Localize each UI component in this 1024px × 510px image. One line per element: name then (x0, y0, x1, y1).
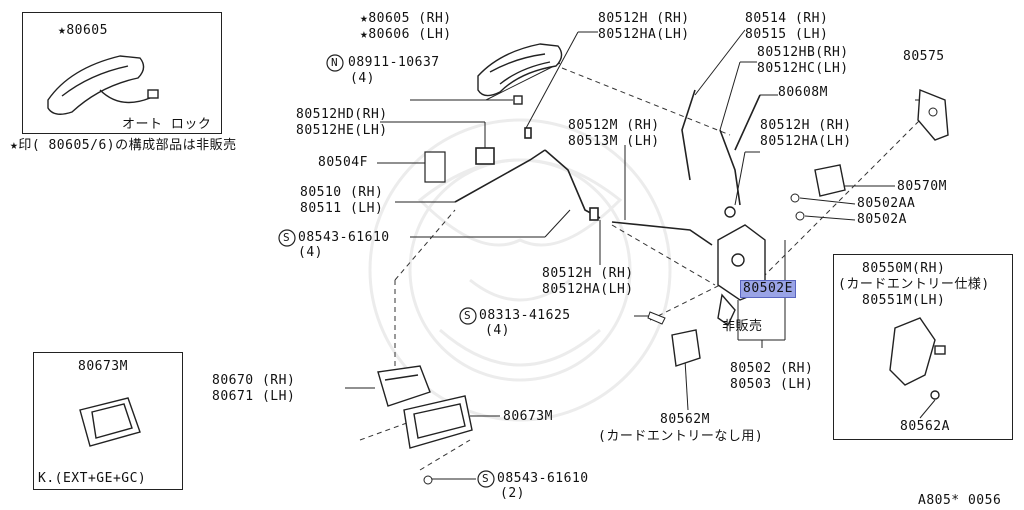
label-80671: 80671 (LH) (212, 389, 296, 404)
label-80570m: 80570M (897, 179, 947, 194)
dash-screw (419, 439, 471, 471)
label-08543-top-qty: (4) (298, 245, 323, 260)
screw-80502a (795, 211, 805, 221)
circle-s-mark-mid (459, 307, 477, 325)
label-80514: 80514 (RH) (745, 11, 829, 26)
label-80673m: 80673M (503, 409, 553, 424)
pad-80504f (424, 151, 446, 183)
dash-striker (749, 104, 936, 291)
dash-bolt (649, 284, 721, 321)
leader-80512hb-b (719, 61, 741, 131)
leader-80502aa (799, 197, 856, 205)
diagram-code: A805* 0056 (918, 493, 1002, 508)
label-08911: 08911-10637 (348, 55, 440, 70)
label-k-ext: K.(EXT+GE+GC) (38, 471, 147, 486)
label-80512ha-top: 80512HA(LH) (598, 27, 690, 42)
bolt-08313 (647, 311, 666, 325)
n-mark: N (331, 56, 339, 69)
label-80673m-box: 80673M (78, 359, 128, 374)
s-mark-bottom: S (482, 472, 490, 485)
screw-80502aa (790, 193, 800, 203)
label-80550m: 80550M(RH) (862, 261, 946, 276)
label-80510: 80510 (RH) (300, 185, 384, 200)
label-08543-top: 08543-61610 (298, 230, 390, 245)
dash-handle-to-lock (561, 67, 731, 136)
label-08313-qty: (4) (485, 323, 510, 338)
inset-handle-80605 (47, 55, 159, 115)
card-entry-unit-80550m (889, 317, 946, 400)
label-not-sold: 非販売 (722, 319, 763, 334)
label-80512hc: 80512HC(LH) (757, 61, 849, 76)
label-80515: 80515 (LH) (745, 27, 829, 42)
label-80512ha-right: 80512HA(LH) (760, 134, 852, 149)
leader-80512h-top-b (524, 31, 579, 131)
s-mark-mid: S (464, 309, 472, 322)
rod-linkages (454, 89, 761, 246)
circle-n-mark (326, 54, 344, 72)
label-80504f: 80504F (318, 155, 368, 170)
leader-80514 (694, 29, 746, 96)
label-80562m: 80562M (660, 412, 710, 427)
label-80512h-mid: 80512H (RH) (542, 266, 634, 281)
watermark-emblem (368, 118, 672, 422)
label-08911-qty: (4) (350, 71, 375, 86)
label-80512h-right: 80512H (RH) (760, 118, 852, 133)
label-no-card-entry: (カードエントリーなし用) (598, 429, 764, 444)
label-08543-bottom-qty: (2) (500, 486, 525, 501)
label-80503: 80503 (LH) (730, 377, 814, 392)
label-80502: 80502 (RH) (730, 361, 814, 376)
label-auto-lock: オート ロック (122, 117, 212, 132)
label-08543-bottom: 08543-61610 (497, 471, 589, 486)
door-lock-assembly (717, 206, 766, 327)
label-80512h-top: 80512H (RH) (598, 11, 690, 26)
actuator-80562m (671, 329, 701, 367)
striker-80570m (814, 164, 846, 197)
label-80512hd: 80512HD(RH) (296, 107, 388, 122)
label-80512hb: 80512HB(RH) (757, 45, 849, 60)
label-80502aa: 80502AA (857, 196, 916, 211)
dash-rod (611, 224, 716, 286)
screw-08543-bottom (423, 475, 433, 485)
label-80513m: 80513M (LH) (568, 134, 660, 149)
label-80562a: 80562A (900, 419, 950, 434)
label-80511: 80511 (LH) (300, 201, 384, 216)
label-80512m: 80512M (RH) (568, 118, 660, 133)
label-80575: 80575 (903, 49, 945, 64)
label-80502a: 80502A (857, 212, 907, 227)
leader-80605 (485, 62, 561, 101)
inset-box-80673m (33, 352, 183, 490)
inner-handle-80670 (377, 365, 431, 407)
label-80512he: 80512HE(LH) (296, 123, 388, 138)
leader-08543-top-b (544, 209, 571, 238)
label-80605-star: ★80605 (58, 23, 108, 38)
leader-80512h-right-b (734, 151, 746, 206)
leader-80562m (684, 359, 689, 411)
leader-80562a (919, 399, 936, 419)
label-card-entry-spec: (カードエントリー仕様) (838, 277, 990, 292)
inset-box-80605 (22, 12, 222, 134)
leader-80502a (804, 215, 856, 221)
dash-inner-up (394, 209, 456, 281)
outer-handle-part (477, 43, 563, 105)
circle-s-mark-bottom (477, 470, 495, 488)
escutcheon-80673m (403, 395, 473, 449)
label-star-note: ★印( 80605/6)の構成部品は非販売 (10, 138, 237, 153)
circle-s-mark-top (278, 229, 296, 247)
s-mark-top: S (283, 231, 291, 244)
inset-box-80550m (833, 254, 1013, 440)
label-80670: 80670 (RH) (212, 373, 296, 388)
circle-marks (278, 54, 495, 488)
label-80512ha-mid: 80512HA(LH) (542, 282, 634, 297)
label-80606-lh: ★80606 (LH) (360, 27, 452, 42)
label-80605-rh: ★80605 (RH) (360, 11, 452, 26)
label-80502e-highlight: 80502E (740, 280, 796, 298)
label-80551m: 80551M(LH) (862, 293, 946, 308)
label-80608m: 80608M (778, 85, 828, 100)
inset-escutcheon (79, 397, 141, 447)
label-08313: 08313-41625 (479, 308, 571, 323)
